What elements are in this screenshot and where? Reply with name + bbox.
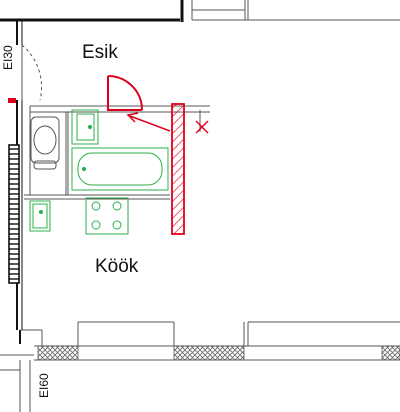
washbasin-icon — [71, 109, 99, 145]
radiator-icon — [8, 144, 20, 284]
door-swing-icon — [21, 44, 43, 101]
door-swing-icon — [107, 75, 143, 111]
wall-rating-bottom: EI60 — [37, 373, 51, 398]
toilet-icon — [30, 116, 60, 170]
stove-icon — [85, 197, 129, 235]
bathtub-icon — [71, 147, 169, 191]
wall-marker — [8, 98, 16, 103]
wall-rating-left: EI30 — [1, 45, 15, 70]
room-label-hall: Esik — [82, 42, 118, 63]
top-wall — [0, 0, 400, 22]
removed-wall-icon — [171, 103, 185, 235]
kitchen-sink-icon — [29, 200, 51, 232]
x-mark-icon — [195, 120, 209, 134]
room-label-kitchen: Köök — [95, 256, 139, 277]
arrow-icon — [126, 112, 171, 132]
bottom-wall — [0, 321, 400, 412]
